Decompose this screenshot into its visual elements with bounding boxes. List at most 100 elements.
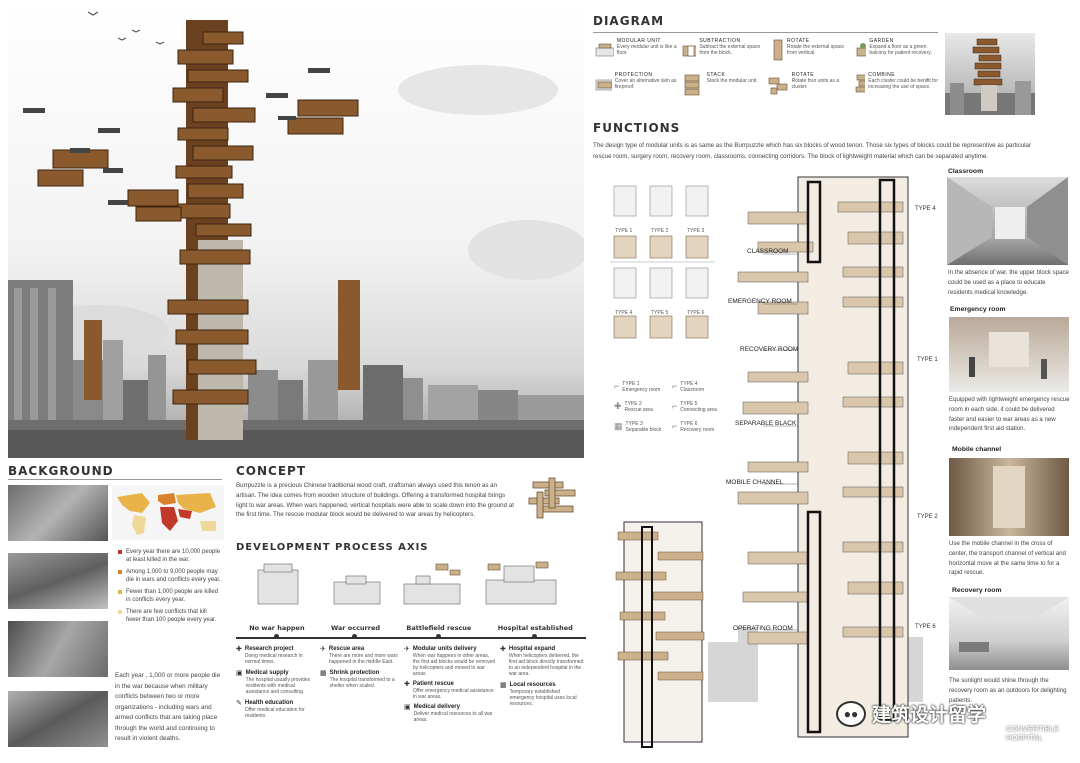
axis-tick [274, 634, 279, 639]
process-heading: DEVELOPMENT PROCESS AXIS [236, 542, 429, 553]
process-item-desc: Offer emergency medical assistance in wa… [412, 688, 494, 700]
process-item-desc: There are more and more wars happened in… [328, 653, 398, 665]
stage-label: Battlefield rescue [406, 624, 472, 632]
process-item-title: Health education [244, 700, 294, 706]
room-title-recovery: Recovery room [952, 587, 1002, 594]
type-1-icon: ⌐ [614, 381, 620, 391]
concept-text: Burrpuzzle is a precious Chinese traditi… [236, 482, 514, 519]
type-models [610, 176, 715, 348]
diagram-item-label: ROTATE [787, 38, 810, 44]
type-caption: TYPE 3 [687, 228, 705, 234]
stat-swatch [118, 590, 122, 594]
diagram-item-label: COMBINE [868, 72, 896, 78]
axis-tick [436, 634, 441, 639]
functions-text: The design type of modular units is as s… [593, 142, 1032, 160]
stack-icon [684, 74, 699, 96]
patient-icon: ✚ [404, 681, 410, 688]
room-photo-classroom [947, 177, 1068, 265]
shield-icon: ▦ [320, 670, 327, 677]
stat-text: Among 1,000 to 9,000 people may die in w… [126, 569, 221, 583]
type-3-icon: ▦ [614, 421, 623, 431]
stat-text: There are few conflicts that kill fewer … [126, 609, 217, 623]
functions-heading: FUNCTIONS [593, 121, 681, 135]
process-item-title: Shrink protection [329, 670, 380, 676]
background-heading: BACKGROUND [8, 464, 114, 478]
rescue-icon: ✈ [320, 646, 326, 653]
process-item-desc: When helicopters delivered, the first ai… [508, 653, 584, 677]
type-4-icon: ⌐ [672, 381, 678, 391]
section-label-emergency: EMERGENCY ROOM [728, 298, 792, 305]
type-caption: TYPE 6 [687, 310, 705, 316]
war-photo-4 [8, 691, 108, 747]
room-photo-mobile [949, 458, 1069, 536]
process-item-title: Research project [244, 646, 294, 652]
process-item-title: Medical delivery [413, 704, 460, 710]
section-label-mobile: MOBILE CHANNEL [726, 479, 784, 486]
stat-text: Every year there are 10,000 people at le… [126, 549, 221, 563]
process-item-title: Modular units delivery [412, 646, 477, 652]
room-photo-emergency [949, 317, 1069, 392]
watermark-text: 建筑设计留学 [872, 704, 987, 726]
stat-item: Fewer than 1,000 people are killed in co… [118, 588, 222, 604]
legend-label: TYPE 6 [680, 421, 698, 427]
type-6-icon: ⌐ [672, 421, 678, 431]
section-label-classroom: CLASSROOM [747, 248, 789, 255]
stat-text: Fewer than 1,000 people are killed in co… [126, 589, 219, 603]
project-title: CONVERTIBLE HOSPITAL [1006, 724, 1059, 742]
stat-item: There are few conflicts that kill fewer … [118, 608, 222, 624]
room-title-classroom: Classroom [948, 168, 984, 175]
section-label-recovery: RECOVERY ROOM [740, 346, 799, 353]
garden-icon [856, 43, 867, 57]
diagram-rule [593, 32, 938, 33]
diagram-item-label: MODULAR UNIT [616, 38, 661, 44]
rotate-cluster-icon [768, 77, 788, 95]
diagram-item-desc: Rotate the external space from vertical. [787, 44, 845, 56]
stat-item: Every year there are 10,000 people at le… [118, 548, 222, 564]
legend-sub: Connecting area [680, 407, 717, 413]
section-type-label: TYPE 2 [917, 514, 938, 520]
stat-swatch [118, 550, 122, 554]
type-5-icon: ⌐ [672, 401, 678, 411]
type-2-icon: ✚ [614, 401, 622, 411]
stage-label: No war happen [249, 624, 305, 632]
process-item-title: Patient rescue [412, 681, 454, 687]
process-item-desc: Doing medical research in normal times. [244, 653, 303, 665]
background-rule [8, 479, 222, 480]
stage-label: War occurred [330, 624, 381, 632]
war-photo-3 [8, 621, 108, 677]
hero-render [8, 0, 584, 458]
diagram-item-label: PROTECTION [614, 72, 653, 78]
room-title-mobile: Mobile channel [952, 446, 1002, 453]
subtraction-icon [682, 45, 697, 57]
delivery-icon: ▣ [404, 704, 411, 711]
process-axis [236, 637, 586, 639]
modular-unit-icon [595, 43, 614, 57]
background-summary: Each year , 1,000 or more people die in … [115, 672, 221, 742]
diagram-item-desc: Stack the modular unit. [706, 78, 758, 84]
diagram-tower-render [945, 33, 1035, 115]
diagram-item-desc: Rotate four units as a cluster. [791, 78, 840, 90]
process-models [236, 556, 586, 618]
rotate-icon [773, 39, 783, 61]
